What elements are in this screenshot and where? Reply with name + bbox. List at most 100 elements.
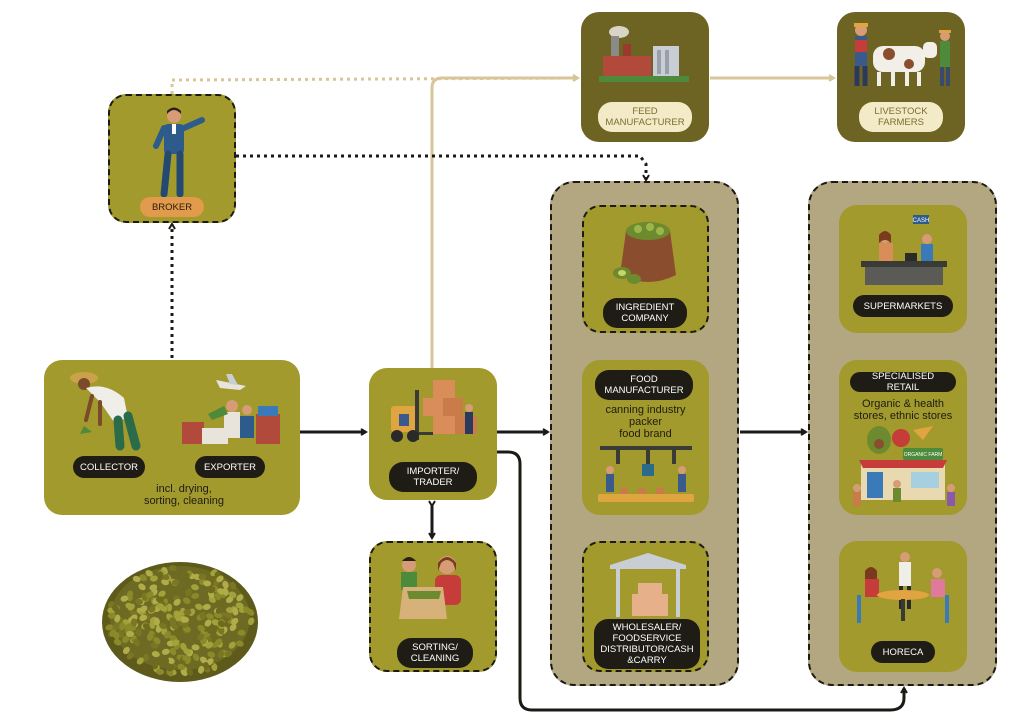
mung-bean — [198, 573, 207, 580]
production-line-illustration — [598, 446, 694, 502]
mung-bean — [122, 646, 130, 655]
specialised-retail-label: SPECIALISED RETAIL — [850, 371, 956, 393]
broker-node[interactable]: BROKER — [108, 94, 236, 223]
factory-illustration — [599, 26, 689, 82]
food-manufacturer-note: canning industry packer food brand — [605, 404, 686, 440]
mung-bean — [150, 642, 159, 649]
mung-bean — [173, 627, 181, 635]
horeca-node[interactable]: HORECA — [839, 541, 967, 672]
mung-bean — [105, 624, 114, 631]
mung-bean — [183, 648, 191, 655]
sorting-cleaning-node[interactable]: SORTING/ CLEANING — [369, 541, 497, 672]
mung-bean — [139, 574, 147, 582]
exporter-label: EXPORTER — [195, 456, 265, 478]
mung-bean — [206, 627, 215, 635]
mung-bean — [211, 663, 218, 671]
mung-bean — [185, 588, 192, 596]
warehouse-boxes-illustration — [610, 553, 686, 617]
food-manufacturer-node[interactable]: FOOD MANUFACTURER canning industry packe… — [582, 360, 709, 515]
mung-bean — [181, 616, 190, 623]
shop-sign-text: ORGANIC FARM — [904, 452, 943, 458]
mung-bean — [132, 575, 141, 583]
specialised-retail-note: Organic & health stores, ethnic stores — [853, 398, 953, 422]
mung-bean — [211, 619, 220, 626]
mung-bean — [232, 607, 239, 616]
mung-bean — [191, 584, 199, 591]
mung-bean — [161, 578, 170, 586]
mung-bean — [202, 603, 211, 610]
mung-bean — [205, 641, 213, 649]
mung-bean-pile-image — [102, 562, 258, 682]
mung-bean — [166, 664, 175, 672]
mung-bean — [186, 668, 194, 676]
mung-bean — [171, 579, 180, 586]
livestock-farmers-node[interactable]: LIVESTOCK FARMERS — [837, 12, 965, 142]
mung-bean — [215, 638, 223, 646]
supermarkets-node[interactable]: CASH SUPERMARKETS — [839, 205, 967, 333]
feed-manufacturer-node[interactable]: FEED MANUFACTURER — [581, 12, 709, 142]
mung-bean — [207, 651, 216, 658]
mung-bean — [213, 611, 222, 619]
arrow-broker-to-feed — [170, 74, 580, 94]
mung-bean — [119, 622, 126, 631]
mung-bean — [224, 612, 233, 619]
mung-bean — [208, 586, 216, 594]
mung-bean — [228, 591, 237, 598]
mung-bean — [145, 569, 153, 577]
exporter-illustration — [182, 374, 280, 444]
cash-sign-text: CASH — [913, 218, 930, 224]
mung-bean — [157, 571, 164, 580]
mung-bean — [171, 639, 180, 646]
ingredient-company-node[interactable]: INGREDIENT COMPANY — [582, 205, 709, 333]
mung-bean — [124, 623, 132, 631]
arrow-importer-to-feed — [430, 74, 580, 368]
mung-bean — [167, 657, 175, 664]
feed-manufacturer-label: FEED MANUFACTURER — [598, 102, 692, 132]
mung-bean — [122, 636, 130, 643]
food-manufacturer-label: FOOD MANUFACTURER — [595, 370, 693, 400]
collector-farmer-illustration — [70, 372, 141, 451]
mung-bean — [200, 656, 208, 664]
mung-bean — [142, 623, 151, 631]
mung-bean — [197, 624, 205, 632]
wholesaler-node[interactable]: WHOLESALER/ FOODSERVICE DISTRIBUTOR/CASH… — [582, 541, 709, 672]
mung-bean — [145, 591, 154, 598]
mung-bean — [135, 628, 142, 637]
organic-shop-illustration: ORGANIC FARM — [853, 426, 955, 506]
livestock-farmers-label: LIVESTOCK FARMERS — [859, 102, 943, 132]
mung-bean — [168, 565, 177, 572]
forklift-crates-illustration — [391, 380, 477, 442]
mung-bean — [133, 638, 140, 647]
mung-bean — [237, 629, 246, 636]
horeca-label: HORECA — [871, 641, 935, 663]
mung-bean — [120, 595, 129, 602]
mung-bean — [182, 655, 191, 662]
collector-exporter-node[interactable]: COLLECTOR EXPORTER incl. drying, sorting… — [44, 360, 300, 515]
mung-bean — [153, 637, 161, 645]
mung-bean — [156, 596, 164, 603]
mung-bean — [173, 598, 181, 606]
mung-bean — [112, 622, 119, 631]
bean-sack-illustration — [613, 222, 676, 284]
cafe-scene-illustration — [857, 552, 949, 623]
specialised-retail-node[interactable]: SPECIALISED RETAIL Organic & health stor… — [839, 360, 967, 515]
mung-bean — [203, 580, 212, 587]
mung-bean — [199, 611, 206, 620]
mung-bean — [169, 647, 177, 656]
mung-bean — [214, 592, 221, 601]
mung-bean — [216, 601, 225, 608]
mung-bean — [112, 605, 120, 613]
mung-bean — [114, 614, 121, 623]
mung-bean — [156, 668, 165, 675]
mung-bean — [148, 605, 156, 613]
mung-bean — [169, 586, 178, 593]
arrow-broker-to-food-group — [236, 154, 650, 182]
mung-bean — [236, 594, 244, 602]
mung-bean — [248, 617, 255, 626]
mung-bean — [113, 638, 122, 646]
mung-bean — [247, 608, 255, 616]
wholesaler-label: WHOLESALER/ FOODSERVICE DISTRIBUTOR/CASH… — [594, 619, 700, 669]
mung-bean — [151, 651, 160, 658]
mung-bean — [229, 623, 237, 632]
importer-trader-node[interactable]: IMPORTER/ TRADER — [369, 368, 497, 500]
